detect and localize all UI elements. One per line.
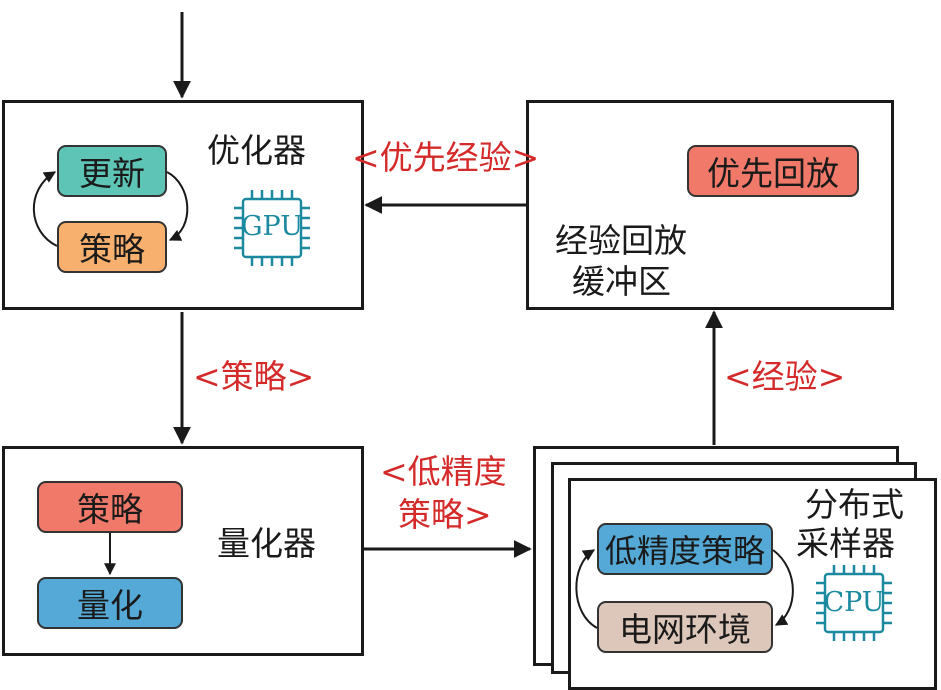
sampler-title-line2: 采样器 [796, 524, 895, 563]
low-precision-edge-label-line2: 策略> [398, 495, 492, 534]
replay-buffer-title-line2: 缓冲区 [572, 262, 671, 301]
policy-to-update-curve [32, 171, 58, 247]
quantizer-policy-node: 策略 [37, 481, 183, 533]
quantizer-title: 量化器 [217, 524, 316, 563]
priority-replay-node: 优先回放 [687, 145, 859, 197]
policy-to-env-curve [772, 549, 794, 626]
sampler-box-front [568, 478, 937, 690]
gpu-chip-label: GPU [240, 211, 303, 242]
cpu-chip-icon [816, 565, 892, 641]
experience-edge-label: <经验> [724, 357, 846, 396]
cpu-chip-label: CPU [823, 587, 885, 618]
replay-buffer-title-line1: 经验回放 [555, 221, 687, 260]
policy-node: 策略 [57, 221, 167, 273]
quantize-node: 量化 [37, 577, 183, 629]
replay-buffer-box [526, 100, 894, 310]
update-to-policy-curve [166, 171, 189, 241]
priority-experience-label: <优先经验> [352, 138, 540, 177]
gpu-chip-icon [234, 190, 310, 266]
env-to-policy-curve [575, 549, 598, 629]
policy-edge-label: <策略> [193, 357, 315, 396]
low-precision-policy-node: 低精度策略 [597, 523, 773, 575]
low-precision-edge-label-line1: <低精度 [380, 452, 507, 491]
sampler-title-line1: 分布式 [805, 485, 904, 524]
optimizer-title: 优化器 [207, 131, 306, 170]
optimizer-box [2, 100, 364, 310]
update-node: 更新 [57, 145, 167, 197]
grid-env-node: 电网环境 [597, 601, 773, 653]
